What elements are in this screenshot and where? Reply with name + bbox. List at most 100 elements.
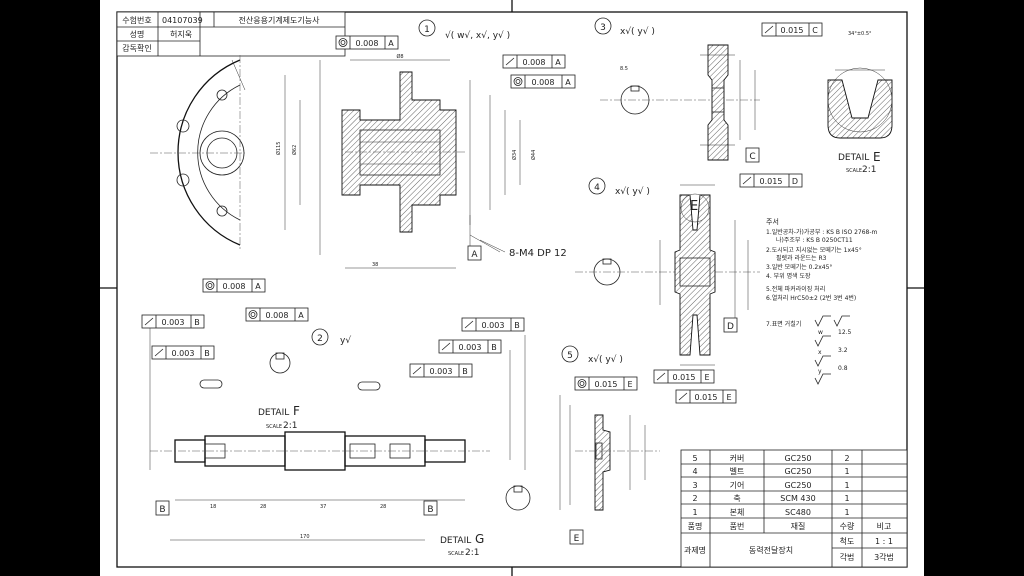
- exam-no-label: 수험번호: [122, 16, 151, 25]
- tol-frame-runout-b-4: 0.003 B: [438, 339, 502, 354]
- svg-text:5: 5: [692, 454, 697, 463]
- parts-list: 5 커버 GC250 2 4 벨트 GC250 1 3 기어 GC250 1 2…: [680, 449, 908, 568]
- svg-text:2:1: 2:1: [283, 421, 297, 431]
- svg-text:1: 1: [844, 481, 849, 490]
- svg-text:기어: 기어: [730, 480, 745, 490]
- roughness-w-sym: w: [818, 329, 823, 336]
- svg-text:0.003: 0.003: [459, 343, 482, 352]
- svg-text:Ø34: Ø34: [511, 150, 518, 160]
- svg-text:벨트: 벨트: [730, 466, 745, 476]
- svg-text:SCM 430: SCM 430: [780, 494, 815, 503]
- parts-row: 2 축 SCM 430 1: [692, 494, 849, 503]
- datum-e: E: [574, 534, 580, 544]
- svg-text:8.5: 8.5: [620, 66, 628, 72]
- datum-d: D: [727, 322, 734, 332]
- student-name: 허지욱: [170, 30, 192, 39]
- parts-row: 1 본체 SC480 1: [692, 507, 849, 517]
- svg-text:Ø44: Ø44: [530, 150, 537, 160]
- datum-a: A: [471, 250, 478, 260]
- tol-frame-runout-b-1: 0.003 B: [141, 314, 205, 329]
- svg-text:1: 1: [692, 508, 697, 517]
- view-3-gear: 8.5 34°±0.5°: [600, 31, 893, 161]
- svg-text:품명: 품명: [688, 521, 703, 531]
- svg-text:0.003: 0.003: [430, 367, 453, 376]
- parts-row: 3 기어 GC250 1: [692, 480, 849, 490]
- view-5-cover: [559, 395, 660, 511]
- tol-frame-runout-a-1: 0.008 A: [502, 54, 566, 69]
- svg-text:B: B: [204, 349, 210, 358]
- roughness-y-sym: y: [818, 368, 822, 375]
- svg-text:A: A: [555, 58, 561, 67]
- svg-text:0.003: 0.003: [162, 318, 185, 327]
- svg-text:축: 축: [733, 494, 740, 503]
- svg-text:1: 1: [844, 494, 849, 503]
- svg-text:품번: 품번: [730, 522, 745, 531]
- svg-text:GC250: GC250: [784, 454, 811, 463]
- svg-text:2: 2: [692, 494, 697, 503]
- svg-text:DETAIL: DETAIL: [258, 408, 289, 418]
- tol-frame-conc-a-3: 0.008 A: [202, 278, 266, 293]
- svg-text:3: 3: [692, 481, 697, 490]
- notes-line-2: 나)주조부 : KS B 0250CT11: [776, 236, 853, 244]
- roughness-y-val: 0.8: [838, 365, 848, 372]
- notes-line-5: 3.일반 모떼기는 0.2x45°: [766, 263, 832, 271]
- name-label: 성명: [130, 29, 145, 39]
- svg-text:0.015: 0.015: [760, 177, 783, 186]
- svg-text:0.015: 0.015: [595, 380, 618, 389]
- svg-text:G: G: [475, 532, 484, 546]
- tol-frame-conc-e: 0.015 E: [574, 376, 638, 391]
- svg-text:1: 1: [844, 467, 849, 476]
- svg-text:0.003: 0.003: [172, 349, 195, 358]
- tol-frame-runout-b-2: 0.003 B: [151, 345, 215, 360]
- svg-text:B: B: [514, 321, 520, 330]
- svg-text:18: 18: [210, 504, 216, 510]
- svg-text:E: E: [704, 373, 709, 382]
- svg-text:본체: 본체: [730, 507, 745, 517]
- view-5-number: 5: [567, 351, 573, 361]
- svg-text:B: B: [194, 318, 200, 327]
- tol-frame-runout-e-2: 0.015 E: [675, 389, 737, 404]
- svg-text:GC250: GC250: [784, 467, 811, 476]
- svg-text:4: 4: [692, 467, 697, 476]
- notes-line-1: 1.일반공차-가)가공부 : KS B ISO 2768-m: [766, 228, 878, 236]
- general-notes: 주서 1.일반공차-가)가공부 : KS B ISO 2768-m 나)주조부 …: [766, 217, 878, 385]
- svg-text:Ø115: Ø115: [275, 142, 282, 155]
- tol-frame-runout-e-1: 0.015 E: [653, 369, 715, 384]
- tol-frame-conc-a-2: 0.008 A: [510, 74, 576, 89]
- svg-text:D: D: [792, 177, 798, 186]
- svg-text:SC480: SC480: [785, 508, 811, 517]
- scale-label: 척도: [840, 537, 855, 546]
- projection-value: 3각법: [874, 552, 894, 562]
- notes-line-6: 4. 부위 명색 도장: [766, 272, 811, 280]
- svg-text:비고: 비고: [877, 522, 892, 531]
- svg-text:A: A: [255, 282, 261, 291]
- view-1-housing: Ø8 38 Ø115 Ø62 Ø34 Ø44: [150, 53, 537, 269]
- svg-text:DETAIL: DETAIL: [440, 536, 471, 546]
- roughness-x-sym: x: [818, 349, 822, 356]
- roughness-w-val: 12.5: [838, 329, 852, 336]
- roughness-x-val: 3.2: [838, 347, 848, 354]
- svg-text:2: 2: [844, 454, 849, 463]
- svg-text:SCALE: SCALE: [266, 424, 282, 430]
- svg-text:0.008: 0.008: [266, 311, 289, 320]
- tol-frame-conc-a-1: 0.008 A: [335, 35, 399, 50]
- notes-line-3: 2.도시되고 지시없는 모떼기는 1x45°: [766, 246, 862, 254]
- tolerance-frames: 0.008 A 0.008 A 0.008 A 0.008 A 0.008 A: [141, 22, 823, 404]
- svg-text:A: A: [298, 311, 304, 320]
- view-3-symbols: x√( y√ ): [620, 26, 655, 37]
- svg-text:0.008: 0.008: [356, 39, 379, 48]
- svg-text:커버: 커버: [730, 453, 745, 463]
- tol-frame-runout-b-3: 0.003 B: [461, 317, 525, 332]
- svg-text:Ø62: Ø62: [291, 145, 298, 155]
- svg-text:0.008: 0.008: [523, 58, 546, 67]
- parts-header: 품명 품번 재질 수량 비고: [688, 521, 892, 531]
- svg-text:0.008: 0.008: [223, 282, 246, 291]
- svg-text:F: F: [293, 404, 300, 418]
- parts-row: 5 커버 GC250 2: [692, 453, 849, 463]
- tol-frame-conc-a-4: 0.008 A: [245, 307, 309, 322]
- svg-text:0.015: 0.015: [695, 393, 718, 402]
- detail-g-label: DETAIL G SCALE 2:1: [440, 532, 484, 558]
- svg-text:B: B: [491, 343, 497, 352]
- thread-note: 8-M4 DP 12: [509, 248, 567, 259]
